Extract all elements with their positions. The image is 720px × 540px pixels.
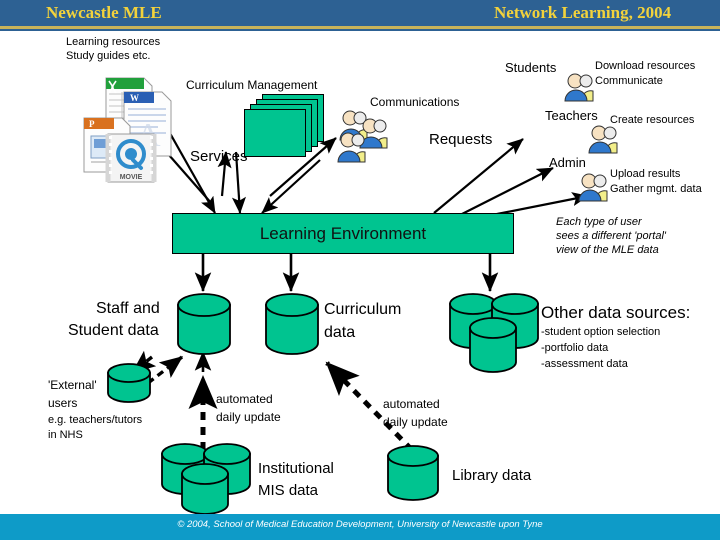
other-sources-item-2: -portfolio data: [541, 342, 609, 354]
datastore-label-curriculum-line2: data: [324, 324, 356, 341]
cylinder-front: [181, 463, 229, 515]
datastore-label-staff-student-line1: Staff and: [96, 300, 160, 317]
datastore-label-library: Library data: [452, 467, 532, 484]
footer-bar: [0, 514, 720, 540]
svg-text:P: P: [89, 119, 95, 129]
actor-action-teachers-1: Create resources: [610, 114, 695, 126]
external-users-line2: users: [48, 396, 78, 410]
actor-action-admin-1: Upload results: [610, 168, 681, 180]
learning-resources-label-line2: Study guides etc.: [66, 50, 151, 62]
stack-card-front: [244, 109, 306, 157]
users-icon-students: [562, 72, 602, 102]
users-icon-teachers: [586, 124, 626, 154]
datastore-label-institutional-mis-line2: MIS data: [258, 482, 319, 499]
automated-update-left-line2: daily update: [216, 410, 281, 424]
header-right-title: Network Learning, 2004: [494, 3, 672, 22]
actor-action-admin-2: Gather mgmt. data: [610, 183, 702, 195]
portal-note-line3: view of the MLE data: [556, 244, 659, 256]
datastore-curriculum-data: [264, 293, 320, 355]
learning-environment-label: Learning Environment: [259, 223, 427, 243]
datastore-label-staff-student-line2: Student data: [68, 322, 159, 339]
title-bar-rule-secondary: [0, 29, 720, 31]
curriculum-management-stack: [244, 94, 324, 157]
portal-note-line2: sees a different 'portal': [556, 230, 666, 242]
actor-action-students-1: Download resources: [595, 60, 696, 72]
cylinder-front: [469, 317, 517, 373]
quicktime-movie-icon: MOVIE: [105, 133, 157, 183]
communications-label: Communications: [370, 95, 460, 109]
title-bar: [0, 0, 720, 26]
users-crowd-icon: [336, 108, 398, 164]
automated-update-left-line1: automated: [216, 392, 273, 406]
other-sources-item-3: -assessment data: [541, 358, 628, 370]
learning-resources-label-line1: Learning resources: [66, 36, 161, 48]
actor-label-admin: Admin: [549, 155, 586, 170]
requests-label: Requests: [429, 131, 493, 148]
learning-resources-icon-group: W A P: [78, 72, 198, 183]
curriculum-management-label: Curriculum Management: [186, 78, 318, 92]
footer-copyright: © 2004, School of Medical Education Deve…: [177, 519, 543, 530]
datastore-library-data: [386, 444, 442, 502]
datastore-label-institutional-mis-line1: Institutional: [258, 460, 334, 477]
learning-environment-box: Learning Environment: [172, 213, 514, 254]
title-bar-rule: [0, 26, 720, 29]
datastore-label-curriculum-line1: Curriculum: [324, 301, 402, 318]
services-label: Services: [190, 148, 248, 165]
svg-text:MOVIE: MOVIE: [120, 174, 143, 181]
other-sources-item-1: -student option selection: [541, 326, 661, 338]
datastore-label-other-sources: Other data sources:: [541, 303, 691, 322]
datastore-institutional-mis: [160, 442, 260, 516]
actor-label-teachers: Teachers: [545, 108, 598, 123]
external-users-line1: 'External': [48, 378, 97, 392]
datastore-staff-student-data: [176, 293, 232, 355]
header-left-title: Newcastle MLE: [46, 3, 162, 22]
svg-text:W: W: [130, 93, 139, 103]
external-users-line3: e.g. teachers/tutors: [48, 414, 143, 426]
actor-label-students: Students: [505, 60, 557, 75]
actor-action-students-2: Communicate: [595, 75, 663, 87]
users-icon-admin: [576, 172, 616, 202]
portal-note-line1: Each type of user: [556, 216, 642, 228]
datastore-external-users: [106, 362, 154, 406]
external-users-line4: in NHS: [48, 429, 83, 441]
automated-update-right-line2: daily update: [383, 415, 448, 429]
datastore-other-sources-group: [448, 290, 548, 378]
automated-update-right-line1: automated: [383, 397, 440, 411]
